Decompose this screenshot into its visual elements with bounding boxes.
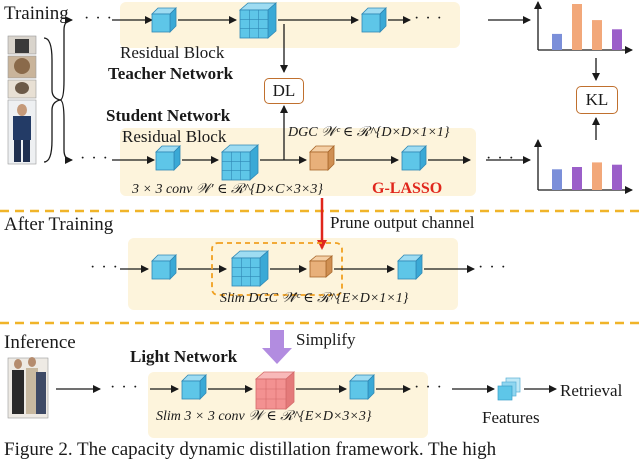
teacher-bar-2 — [572, 4, 582, 50]
light-cube-2 — [349, 374, 375, 400]
glasso-label: G-LASSO — [372, 180, 443, 197]
teacher-panel — [120, 2, 460, 48]
section-after-training: After Training — [4, 214, 114, 235]
teacher-logits-bars — [552, 4, 622, 50]
light-fused-cube — [254, 371, 296, 410]
simplify-arrow — [262, 330, 292, 364]
student-dgc-cube — [309, 145, 335, 171]
dgc-formula: DGC 𝒲ᶜ ∈ ℛ^{D×D×1×1} — [288, 125, 450, 140]
kl-loss-box: KL — [576, 86, 618, 114]
teacher-network-label: Teacher Network — [108, 64, 234, 83]
student-residual-block-label: Residual Block — [122, 127, 227, 146]
ellipsis-student-in: · · · — [80, 150, 109, 167]
student-cube-2 — [401, 145, 427, 171]
input-images-training — [7, 35, 37, 165]
student-grid-cube — [220, 144, 260, 181]
features-label: Features — [482, 408, 540, 427]
slim-cube-1 — [151, 254, 177, 280]
student-logits-bars — [552, 162, 622, 190]
ellipsis-teacher-out: · · · — [414, 10, 443, 27]
features-icon — [497, 377, 521, 401]
prune-label: Prune output channel — [330, 213, 475, 232]
ellipsis-light-in: · · · — [110, 379, 139, 396]
slim-conv-formula: Slim 3 × 3 conv 𝒲 ∈ ℛ^{E×D×3×3} — [156, 409, 372, 424]
ellipsis-after-in: · · · — [90, 259, 119, 276]
slim-dgc-cube — [308, 255, 334, 278]
slim-dgc-formula: Slim DGC 𝒲̂ᶜ ∈ ℛ^{E×D×1×1} — [220, 291, 409, 306]
student-cube-1 — [155, 145, 181, 171]
light-cube-1 — [181, 374, 207, 400]
retrieval-label: Retrieval — [560, 381, 623, 400]
section-training: Training — [4, 3, 69, 24]
section-inference: Inference — [4, 332, 76, 353]
teacher-cube-1 — [151, 7, 177, 33]
teacher-bar-4 — [612, 29, 622, 50]
teacher-cube-2 — [361, 7, 387, 33]
slim-grid-cube — [230, 250, 270, 287]
teacher-grid-cube — [238, 2, 278, 39]
ellipsis-teacher-in: · · · — [84, 10, 113, 27]
student-network-label: Student Network — [106, 106, 231, 125]
conv-formula: 3 × 3 conv 𝒲′ ∈ ℛ^{D×C×3×3} — [132, 182, 323, 197]
slim-cube-2 — [397, 254, 423, 280]
student-bar-2 — [572, 167, 582, 190]
teacher-residual-block-label: Residual Block — [120, 43, 225, 62]
teacher-bar-3 — [592, 20, 602, 50]
input-images-inference — [7, 357, 49, 419]
light-network-label: Light Network — [130, 347, 238, 366]
ellipsis-student-out: · · · — [486, 150, 515, 167]
figure-caption: Figure 2. The capacity dynamic distillat… — [4, 439, 497, 460]
ellipsis-after-out: · · · — [478, 259, 507, 276]
input-brace — [43, 37, 61, 163]
dl-loss-box: DL — [264, 78, 304, 104]
ellipsis-light-out: · · · — [414, 379, 443, 396]
student-bar-3 — [592, 162, 602, 190]
student-bar-1 — [552, 169, 562, 190]
student-bar-4 — [612, 164, 622, 190]
teacher-bar-1 — [552, 33, 562, 50]
simplify-label: Simplify — [296, 330, 356, 349]
